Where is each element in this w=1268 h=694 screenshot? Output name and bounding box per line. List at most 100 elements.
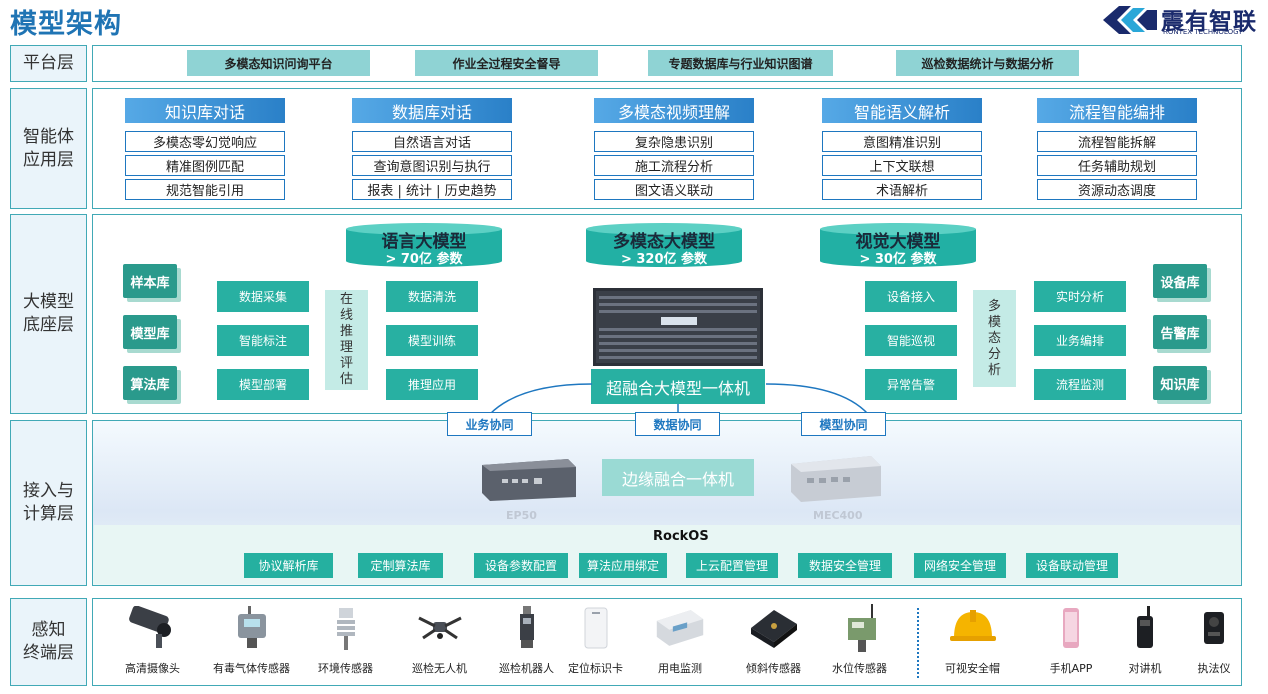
device-label: 环境传感器: [318, 662, 373, 675]
sample-library: 样本库: [123, 264, 177, 298]
agent-item: 意图精准识别: [822, 131, 982, 152]
platform-item: 作业全过程安全督导: [415, 50, 598, 76]
left-process-item: 模型部署: [217, 369, 309, 400]
model-param: > 30亿 参数: [859, 252, 937, 267]
gas-sensor-icon: [227, 604, 277, 652]
mgmt-item: 设备参数配置: [474, 553, 568, 578]
agent-item: 自然语言对话: [352, 131, 512, 152]
device-camera: 高清摄像头: [125, 604, 180, 676]
device-robot: 巡检机器人: [499, 604, 554, 676]
device-label: 对讲机: [1128, 662, 1162, 675]
model-multimodal: 多模态大模型 > 320亿 参数: [586, 223, 742, 267]
mec400-device-image: [787, 452, 883, 504]
camera-icon: [128, 604, 178, 652]
device-tilt-sensor: 倾斜传感器: [746, 604, 801, 676]
device-label: 巡检无人机: [412, 662, 467, 675]
agent-item: 施工流程分析: [594, 155, 754, 176]
right-process-item: 智能巡视: [865, 325, 957, 356]
model-name: 语言大模型: [381, 232, 467, 252]
agent-item: 多模态零幻觉响应: [125, 131, 285, 152]
device-label: 用电监测: [658, 662, 702, 675]
device-env-sensor: 环境传感器: [318, 604, 373, 676]
model-param: > 70亿 参数: [385, 252, 463, 267]
model-name: 多模态大模型: [613, 232, 715, 252]
mgmt-item: 协议解析库: [244, 553, 333, 578]
agent-item: 图文语义联动: [594, 179, 754, 200]
knowledge-library: 知识库: [1153, 366, 1207, 400]
agent-group-head: 智能语义解析: [822, 98, 982, 123]
agent-item: 上下文联想: [822, 155, 982, 176]
left-process-item: 智能标注: [217, 325, 309, 356]
ep50-label: EP50: [506, 509, 537, 522]
mgmt-item: 设备联动管理: [1026, 553, 1118, 578]
agent-item: 术语解析: [822, 179, 982, 200]
layer-label-access: 接入与 计算层: [10, 420, 87, 586]
agent-item: 任务辅助规划: [1037, 155, 1197, 176]
data-coop: 数据协同: [635, 412, 720, 436]
hyper-converged-server: 超融合大模型一体机: [591, 369, 765, 404]
right-process-item: 流程监测: [1034, 369, 1126, 400]
layer-label-sense: 感知 终端层: [10, 598, 87, 686]
agent-item: 流程智能拆解: [1037, 131, 1197, 152]
left-process-item: 数据清洗: [386, 281, 478, 312]
algorithm-library: 算法库: [123, 366, 177, 400]
multimodal-analysis: 多模态分析: [973, 290, 1016, 387]
platform-item: 多模态知识问询平台: [187, 50, 370, 76]
device-divider: [917, 608, 919, 678]
device-walkie-talkie: 对讲机: [1120, 604, 1170, 676]
robot-icon: [502, 604, 552, 652]
device-label: 有毒气体传感器: [213, 662, 290, 675]
left-process-item: 推理应用: [386, 369, 478, 400]
tilt-sensor-icon: [749, 604, 799, 652]
mgmt-item: 算法应用绑定: [579, 553, 667, 578]
agent-item: 报表 | 统计 | 历史趋势: [352, 179, 512, 200]
coop-connector-lines: [489, 383, 869, 415]
device-drone: 巡检无人机: [412, 604, 467, 676]
layer-label-base: 大模型 底座层: [10, 214, 87, 414]
power-meter-icon: [655, 604, 705, 652]
right-process-item: 异常告警: [865, 369, 957, 400]
device-label: 倾斜传感器: [746, 662, 801, 675]
logo-icon: [1103, 6, 1157, 34]
left-process-item: 模型训练: [386, 325, 478, 356]
layer-label-platform: 平台层: [10, 45, 87, 82]
agent-item: 复杂隐患识别: [594, 131, 754, 152]
platform-item: 专题数据库与行业知识图谱: [648, 50, 833, 76]
rockos-label: RockOS: [653, 529, 709, 544]
device-label: 巡检机器人: [499, 662, 554, 675]
agent-group-head: 流程智能编排: [1037, 98, 1197, 123]
model-language: 语言大模型 > 70亿 参数: [346, 223, 502, 267]
platform-item: 巡检数据统计与数据分析: [896, 50, 1079, 76]
model-library: 模型库: [123, 315, 177, 349]
agent-item: 精准图例匹配: [125, 155, 285, 176]
device-label: 定位标识卡: [568, 662, 623, 675]
layer-label-agent: 智能体 应用层: [10, 88, 87, 209]
left-process-item: 数据采集: [217, 281, 309, 312]
device-label: 水位传感器: [832, 662, 887, 675]
right-process-item: 业务编排: [1034, 325, 1126, 356]
agent-group-head: 知识库对话: [125, 98, 285, 123]
alarm-library: 告警库: [1153, 315, 1207, 349]
device-phone: 手机APP: [1046, 604, 1096, 676]
device-library: 设备库: [1153, 264, 1207, 298]
model-param: > 320亿 参数: [620, 252, 708, 267]
body-camera-icon: [1189, 604, 1239, 652]
id-card-icon: [571, 604, 621, 652]
agent-item: 资源动态调度: [1037, 179, 1197, 200]
agent-group-head: 多模态视频理解: [594, 98, 754, 123]
device-label: 手机APP: [1049, 662, 1093, 675]
edge-fusion-box: 边缘融合一体机: [602, 459, 754, 496]
company-logo: 震有智联 RONTEX TECHNOLOGY: [1103, 2, 1263, 38]
agent-item: 规范智能引用: [125, 179, 285, 200]
server-rack-image: [593, 288, 763, 368]
water-sensor-icon: [835, 604, 885, 652]
mgmt-item: 上云配置管理: [686, 553, 778, 578]
device-gas-sensor: 有毒气体传感器: [213, 604, 290, 676]
device-power-meter: 用电监测: [655, 604, 705, 676]
device-label: 高清摄像头: [125, 662, 180, 675]
helmet-icon: [948, 604, 998, 652]
device-body-camera: 执法仪: [1189, 604, 1239, 676]
online-inference-eval: 在线推理评估: [325, 290, 368, 390]
right-process-item: 设备接入: [865, 281, 957, 312]
env-sensor-icon: [321, 604, 371, 652]
